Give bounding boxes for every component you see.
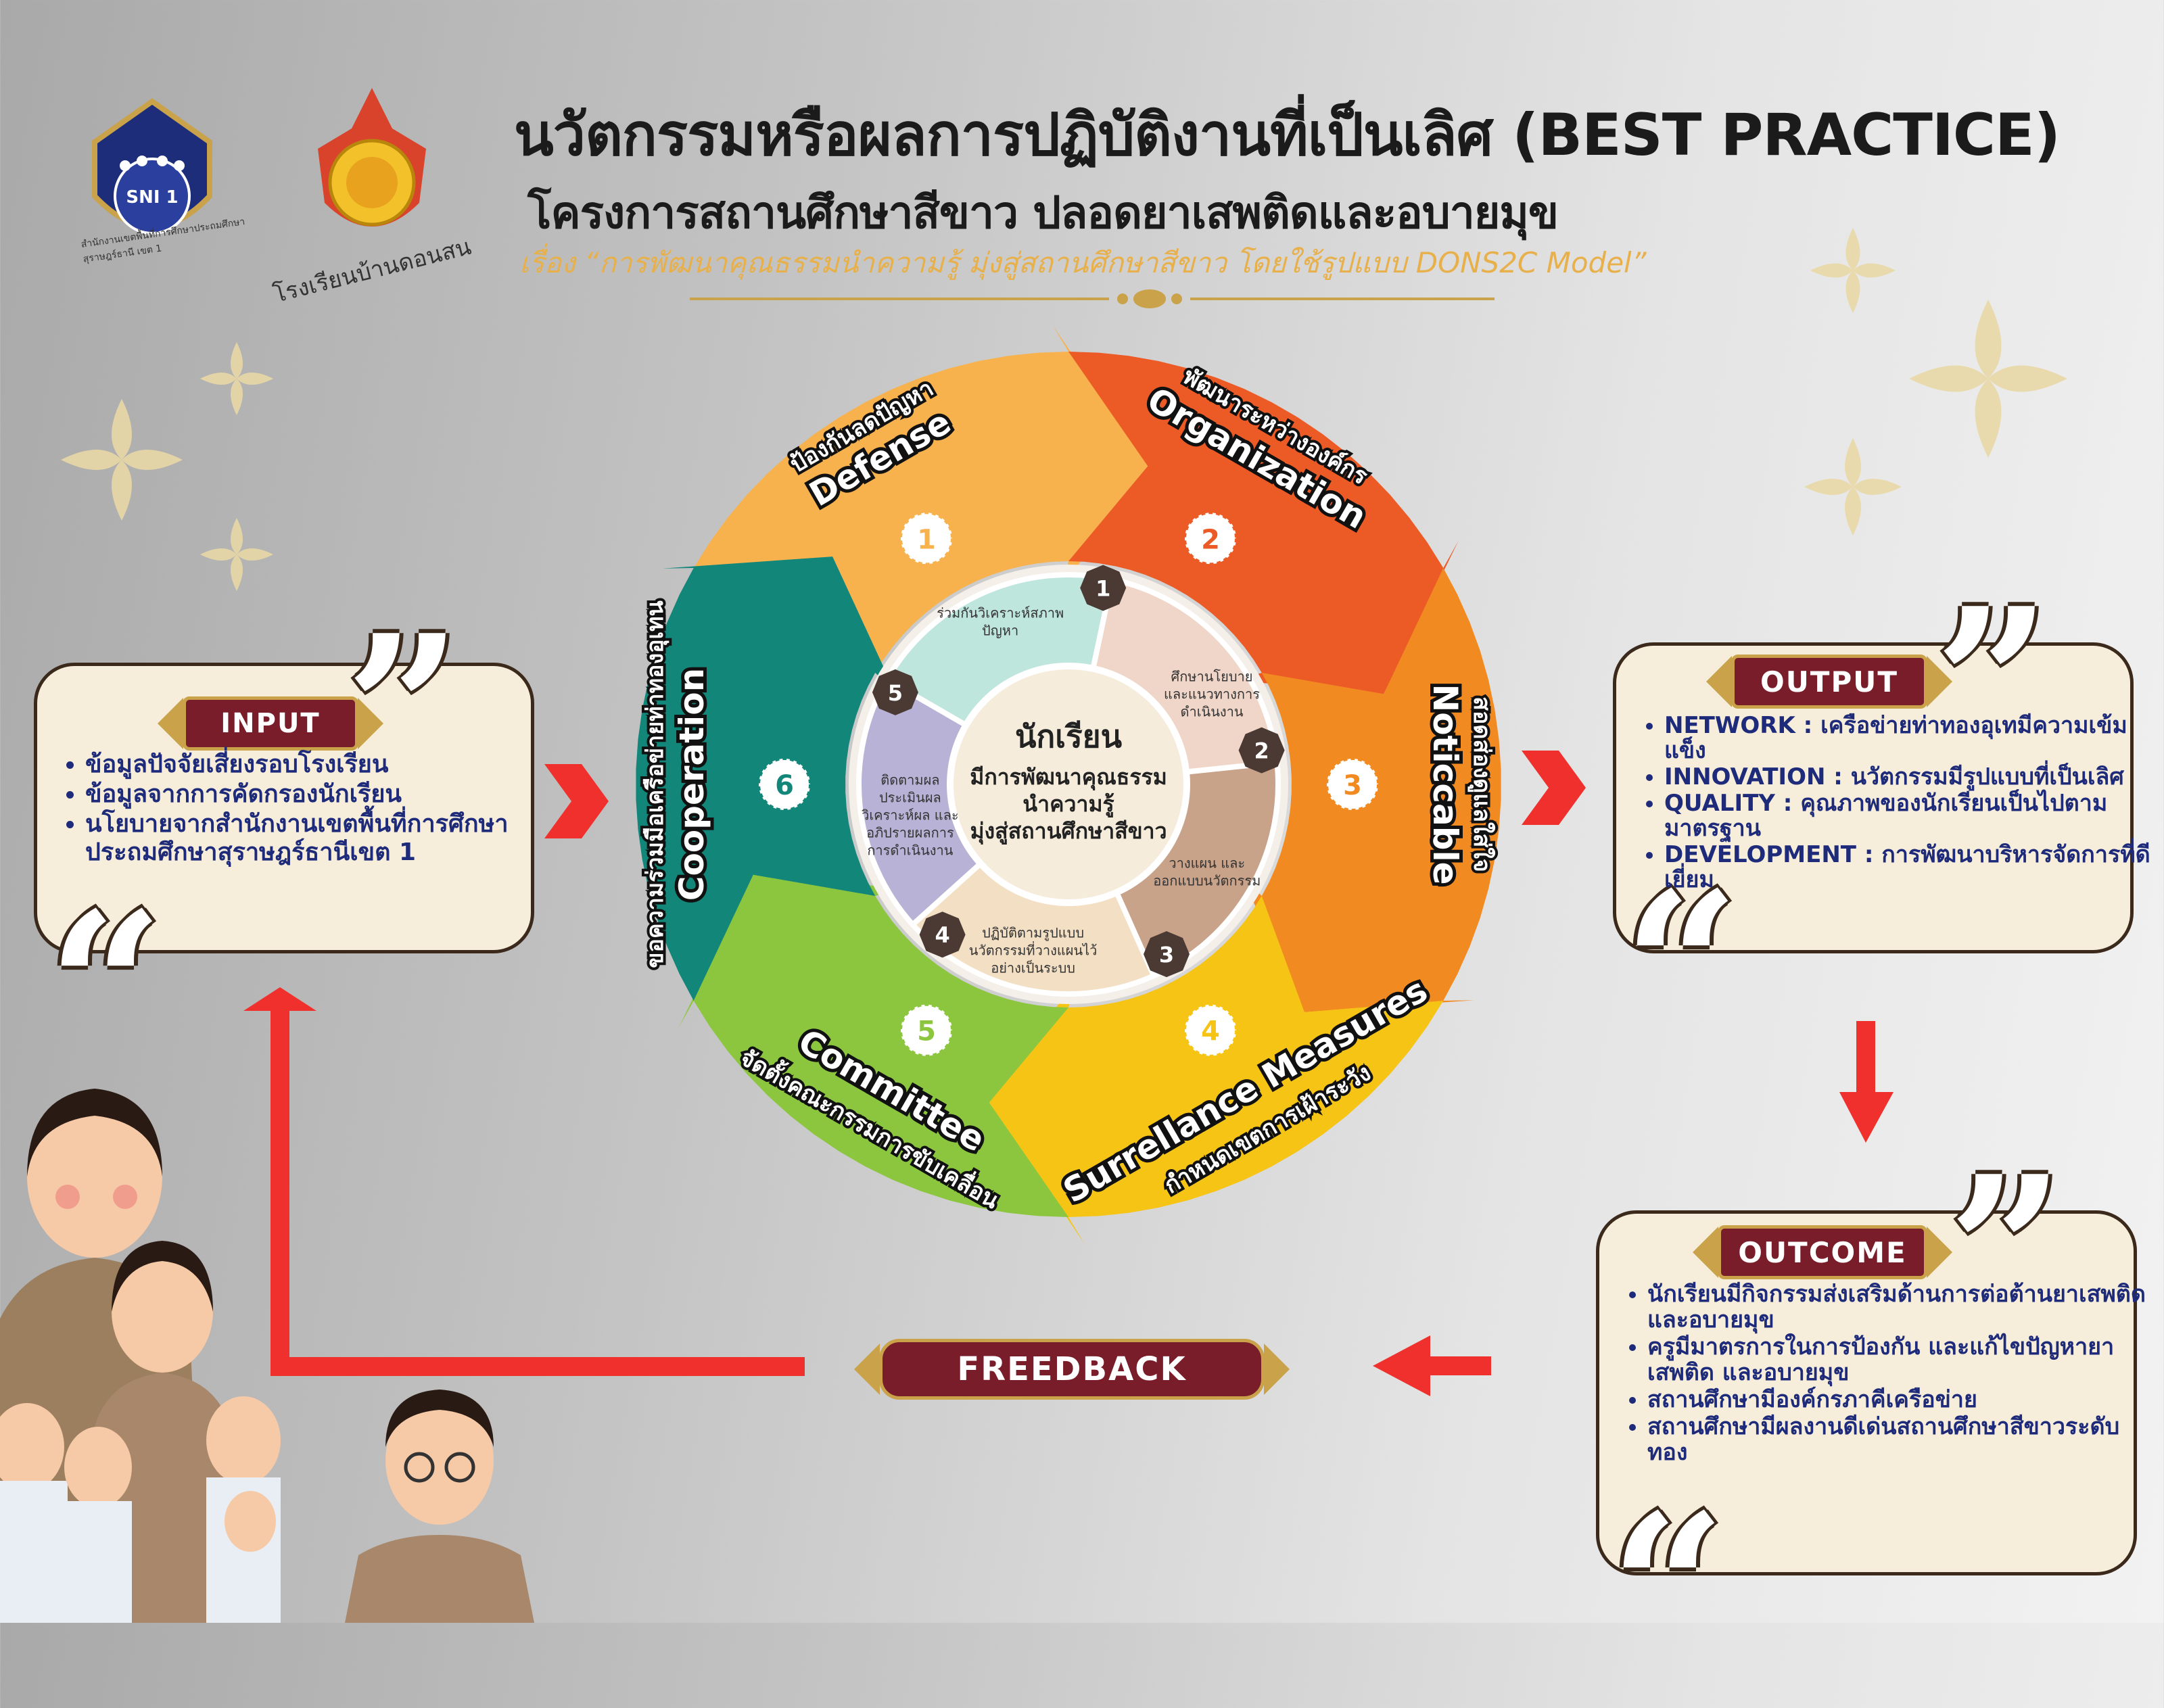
center-text: นำความรู้ (1022, 791, 1114, 818)
output-key: NETWORK (1664, 712, 1795, 739)
inner-step-number: 3 (1159, 942, 1174, 968)
output-text: : เครือข่ายท่าทองอุเทมีความเข้มแข็ง (1664, 712, 2127, 764)
list-item: ข้อมูลจากการคัดกรองนักเรียน (85, 780, 559, 809)
inner-step-text: การดำเนินงาน (867, 842, 953, 858)
quote-close-icon: ” (1948, 1131, 2065, 1370)
input-list: ข้อมูลปัจจัยเสี่ยงรอบโรงเรียนข้อมูลจากกา… (54, 751, 559, 868)
list-item: ครูมีมาตรการในการป้องกัน และแก้ไขปัญหายา… (1647, 1334, 2148, 1385)
people-illustration (0, 1089, 534, 1623)
list-item: นโยบายจากสำนักงานเขตพื้นที่การศึกษาประถม… (85, 810, 559, 867)
inner-step-number: 1 (1096, 575, 1110, 601)
list-item: QUALITY : คุณภาพของนักเรียนเป็นไปตามมาตร… (1664, 791, 2151, 841)
output-text: : การพัฒนาบริหารจัดการที่ดีเยี่ยม (1664, 841, 2150, 893)
segment-subtitle: ขอความร่วมมือเครือข่ายท่าทองอุเทน (642, 600, 669, 968)
step-badge (899, 1003, 954, 1058)
inner-step-text: ปฏิบัติตามรูปแบบ (982, 924, 1084, 941)
step-badge (1325, 757, 1380, 811)
inner-step-number: 5 (888, 680, 903, 706)
inner-step-text: วิเคราะห์ผล และ (862, 807, 959, 823)
diamond-ornament-left (61, 399, 183, 521)
segment-title: Cooperation (672, 668, 711, 901)
list-item: DEVELOPMENT : การพัฒนาบริหารจัดการที่ดีเ… (1664, 843, 2151, 893)
center-text: มีการพัฒนาคุณธรรม (970, 764, 1167, 791)
inner-step-text: ประเมินผล (879, 789, 941, 805)
cycle-segment-5 (678, 874, 1068, 1217)
inner-step-text: อย่างเป็นระบบ (991, 959, 1075, 976)
inner-step-text: ศึกษานโยบาย (1171, 669, 1253, 685)
output-key: QUALITY (1664, 790, 1775, 817)
inner-step-text: วางแผน และ (1169, 855, 1245, 871)
step-badge (1183, 511, 1238, 566)
inner-step-text: อภิปรายผลการ (866, 824, 954, 840)
segment-title: Noticcable (1426, 684, 1465, 884)
inner-step-badge (872, 669, 918, 715)
list-item: ข้อมูลปัจจัยเสี่ยงรอบโรงเรียน (85, 751, 559, 779)
output-key: DEVELOPMENT (1664, 841, 1856, 868)
sni-logo: SNI 1 (74, 95, 230, 257)
center-text: มุ่งสู่สถานศึกษาสีขาว (970, 818, 1167, 845)
page-subtitle: โครงการสถานศึกษาสีขาว ปลอดยาเสพติดและอบา… (527, 187, 1559, 239)
step-number: 1 (917, 524, 936, 555)
cycle-diagram: Defenseป้องกันลดปัญหา1Organizationพัฒนาร… (636, 325, 1501, 1244)
quote-open-icon: “ (47, 868, 164, 1106)
center-circle (947, 663, 1190, 906)
segment-subtitle: สอดส่องดูแลใส่ใจ (1467, 696, 1496, 872)
output-key: INNOVATION (1664, 763, 1826, 790)
inner-step-text: ติดตามผล (880, 772, 939, 788)
list-item: NETWORK : เครือข่ายท่าทองอุเทมีความเข้มแ… (1664, 713, 2151, 763)
cycle-segment-1 (693, 325, 1148, 673)
output-text: : นวัตกรรมมีรูปแบบที่เป็นเลิศ (1825, 763, 2124, 790)
step-badge (757, 757, 812, 811)
output-label: OUTPUT (1731, 655, 1927, 709)
list-item: สถานศึกษามีผลงานดีเด่นสถานศึกษาสีขาวระดั… (1647, 1414, 2148, 1465)
page-title: นวัตกรรมหรือผลการปฏิบัติงานที่เป็นเลิศ (… (514, 101, 2061, 169)
step-number: 6 (775, 770, 794, 801)
inner-step-text: ดำเนินงาน (1180, 704, 1243, 720)
step-number: 2 (1201, 524, 1220, 555)
step-number: 3 (1343, 770, 1362, 801)
list-item: INNOVATION : นวัตกรรมมีรูปแบบที่เป็นเลิศ (1664, 765, 2151, 790)
inner-step-badge (919, 911, 966, 958)
inner-step-number: 4 (935, 922, 949, 948)
step-number: 5 (917, 1016, 936, 1047)
inner-step-text: ออกแบบนวัตกรรม (1153, 872, 1261, 888)
feedback-label: FREEDBACK (879, 1339, 1265, 1400)
inner-step-badge (1238, 727, 1285, 774)
school-logo (304, 88, 440, 250)
inner-step-text: ร่วมกันวิเคราะห์สภาพ (937, 604, 1064, 621)
inner-step-text: นวัตกรรมที่วางแผนไว้ (969, 941, 1098, 958)
quote-close-icon: ” (1934, 563, 2051, 802)
page-topic: เรื่อง “การพัฒนาคุณธรรมนำความรู้ มุ่งสู่… (519, 246, 1647, 279)
inner-step-text: ปัญหา (982, 622, 1018, 638)
quote-open-icon: “ (1609, 1469, 1726, 1708)
output-text: : คุณภาพของนักเรียนเป็นไปตามมาตรฐาน (1664, 790, 2108, 842)
inner-step-number: 2 (1254, 738, 1269, 764)
step-badge (899, 511, 954, 566)
inner-step-text: และแนวทางการ (1164, 686, 1260, 703)
center-text: นักเรียน (1015, 718, 1123, 755)
list-item: สถานศึกษามีองค์กรภาคีเครือข่าย (1647, 1387, 2148, 1413)
cycle-segment-4 (989, 896, 1444, 1244)
title-divider (690, 289, 1495, 308)
output-list: NETWORK : เครือข่ายท่าทองอุเทมีความเข้มแ… (1633, 713, 2151, 894)
inner-step-badge (1144, 931, 1190, 978)
inner-step-badge (1080, 565, 1127, 611)
input-label: INPUT (183, 696, 358, 751)
list-item: นักเรียนมีกิจกรรมส่งเสริมด้านการต่อต้านย… (1647, 1281, 2148, 1333)
step-badge (1183, 1003, 1238, 1058)
step-number: 4 (1201, 1016, 1220, 1047)
outcome-list: นักเรียนมีกิจกรรมส่งเสริมด้านการต่อต้านย… (1616, 1281, 2148, 1467)
quote-open-icon: “ (1623, 847, 1740, 1086)
outcome-label: OUTCOME (1718, 1225, 1927, 1279)
svg-text:SNI 1: SNI 1 (126, 187, 178, 208)
cycle-segment-2 (1068, 352, 1459, 694)
diamond-ornament-right (1909, 300, 2067, 458)
decorations (61, 228, 2067, 591)
